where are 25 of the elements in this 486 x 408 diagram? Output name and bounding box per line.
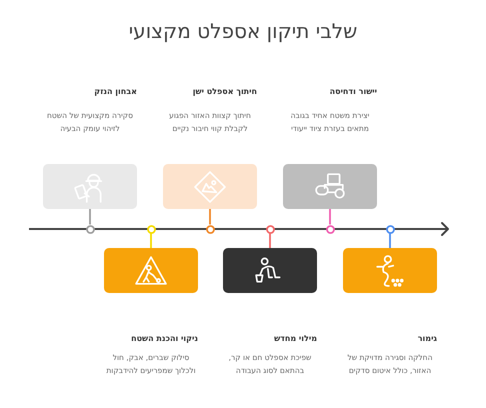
step-card — [163, 164, 257, 209]
step-heading: מילוי מחדש — [274, 333, 317, 345]
timeline-marker-icon — [266, 224, 274, 234]
diagram-title: שלבי תיקון אספלט מקצועי — [128, 18, 358, 44]
step-heading: ניקוי והכנת השטח — [131, 333, 198, 345]
step-card — [104, 248, 198, 293]
connector-line — [329, 209, 331, 224]
step-card — [283, 164, 377, 209]
timeline-marker-icon — [326, 224, 334, 234]
step-heading: גימור — [418, 333, 437, 345]
step-card — [343, 248, 437, 293]
step-card — [43, 164, 137, 209]
timeline-marker-icon — [386, 224, 394, 234]
connector-line — [389, 234, 391, 248]
timeline-marker-icon — [146, 224, 156, 234]
connector-line — [269, 234, 271, 248]
step-heading: אבחון הנזק — [94, 86, 137, 98]
connector-line — [89, 209, 91, 224]
timeline-marker-icon — [206, 224, 214, 234]
step-card — [223, 248, 317, 293]
connector-line — [150, 234, 152, 248]
step-heading: יישור ודחיסה — [330, 86, 377, 98]
connector-line — [209, 209, 211, 224]
timeline-marker-icon — [86, 224, 94, 234]
step-heading: חיתוך אספלט ישן — [192, 86, 257, 98]
